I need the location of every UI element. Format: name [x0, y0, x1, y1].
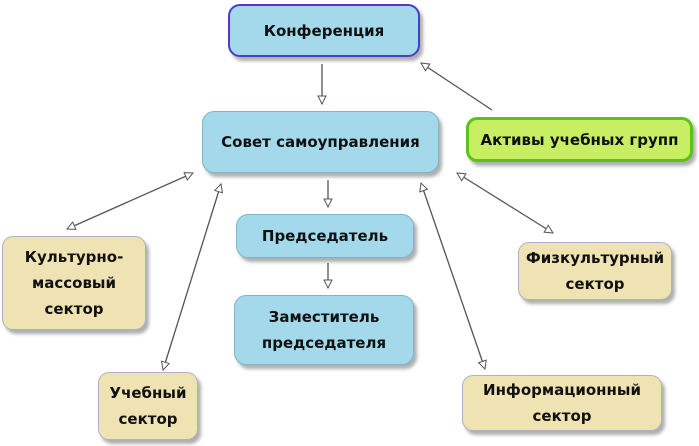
conference-label: Конференция — [263, 21, 385, 40]
study-label-line2: сектор — [118, 410, 178, 428]
cultural-label-line2: массовый — [31, 274, 117, 292]
conference-node: Конференция — [228, 4, 420, 57]
deputy-label-line2: председателя — [261, 334, 387, 352]
arrow-council-info — [421, 183, 485, 369]
arrow-assets-to-conference — [421, 63, 493, 111]
study-sector-node: Учебный сектор — [98, 372, 198, 440]
group-assets-node: Активы учебных групп — [466, 117, 693, 162]
deputy-label-line1: Заместитель — [268, 308, 380, 326]
info-label-line2: сектор — [532, 407, 592, 425]
cultural-label-line3: сектор — [44, 300, 104, 318]
sport-sector-node: Физкультурный сектор — [518, 242, 672, 300]
chairman-label: Председатель — [261, 227, 389, 245]
study-label-line1: Учебный — [109, 384, 187, 402]
group-assets-label: Активы учебных групп — [480, 130, 679, 149]
info-sector-node: Информационный сектор — [462, 375, 662, 431]
council-label: Совет самоуправления — [221, 133, 420, 151]
sport-label-line2: сектор — [565, 275, 625, 293]
arrow-council-sport — [457, 173, 553, 233]
cultural-sector-node: Культурно- массовый сектор — [2, 236, 146, 330]
sport-label-line1: Физкультурный — [525, 249, 665, 267]
arrow-council-cultural — [67, 173, 193, 229]
arrow-council-study — [163, 184, 221, 370]
council-node: Совет самоуправления — [202, 111, 439, 173]
deputy-node: Заместитель председателя — [234, 295, 414, 365]
chairman-node: Председатель — [236, 214, 414, 258]
info-label-line1: Информационный — [483, 381, 641, 399]
cultural-label-line1: Культурно- — [24, 248, 124, 266]
